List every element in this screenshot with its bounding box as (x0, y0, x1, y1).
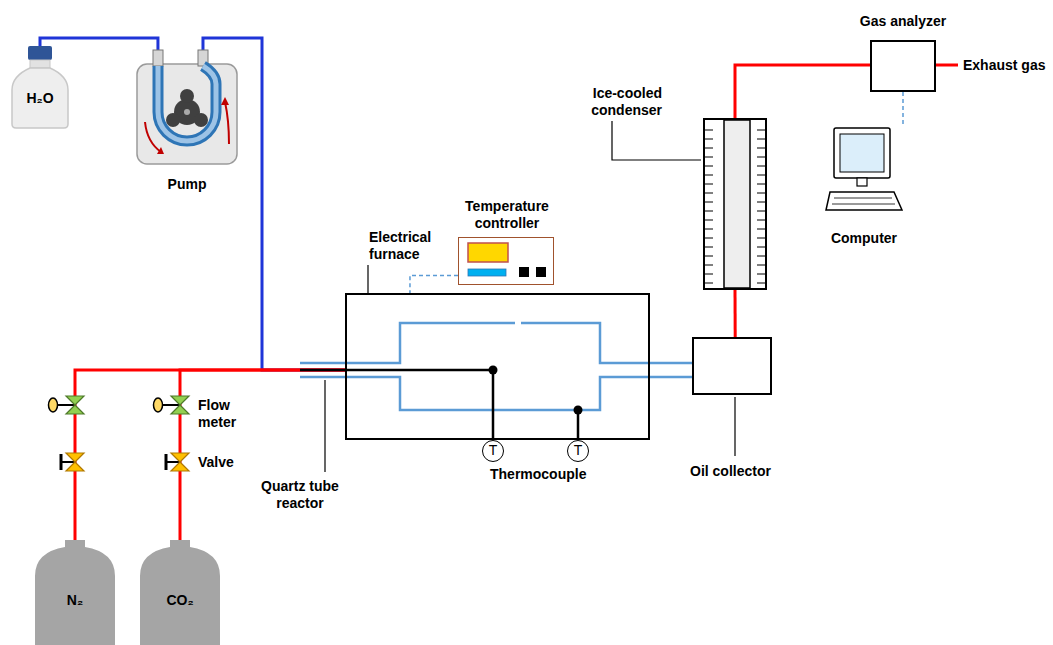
node-label: Ice-cooled condenser (572, 85, 662, 119)
gas-cylinder: CO₂ (140, 540, 220, 645)
part-label: Quartz tube reactor (250, 478, 350, 512)
peristaltic-pump-shape (133, 50, 241, 168)
node-label: Pump (133, 176, 241, 193)
computer-icon: Computer (824, 126, 904, 220)
quartz-tube (300, 323, 650, 410)
thermocouple-tip (489, 366, 498, 375)
ice-cooled-condenser: Ice-cooled condenser (703, 118, 767, 290)
peristaltic-pump: Pump (133, 50, 241, 168)
pipe-connector (735, 65, 870, 118)
thermocouple-reader: T (567, 440, 589, 462)
node-label: N₂ (35, 592, 115, 609)
oil-collector: Oil collector (692, 337, 772, 395)
electrical-furnace: Electrical furnace (345, 293, 650, 440)
temperature-controller-shape (459, 238, 555, 286)
node-label: Temperature controller (452, 198, 562, 232)
pipe-connector (902, 92, 904, 126)
node-label: Computer (824, 230, 904, 247)
flow-meter-symbol (49, 396, 190, 414)
water-bottle-shape (8, 46, 72, 128)
ice-cooled-condenser-shape (705, 120, 769, 292)
node-label: T (568, 442, 588, 459)
pipe-connector (180, 370, 345, 540)
part-label: Thermocouple (490, 466, 586, 483)
pipe-connector (75, 370, 345, 540)
quartz-tube (650, 363, 692, 377)
pipe-connector (734, 290, 737, 337)
valve-symbol (61, 453, 189, 471)
gas-analyzer: Gas analyzer (870, 40, 936, 92)
leader-line (325, 121, 735, 472)
thermocouple-reader: T (482, 440, 504, 462)
node-label: Gas analyzer (860, 13, 946, 30)
node-label: Oil collector (690, 463, 771, 480)
gas-cylinder: N₂ (35, 540, 115, 645)
node-label: T (483, 442, 503, 459)
part-label: Flow meter (198, 397, 248, 431)
computer-icon-shape (824, 126, 904, 220)
thermocouple-tip (574, 406, 583, 415)
node-label: CO₂ (140, 592, 220, 609)
exhaust-line (936, 64, 958, 67)
pipe-connector (410, 275, 458, 293)
water-bottle: H₂O (8, 46, 72, 128)
part-label: Exhaust gas (963, 57, 1045, 74)
part-label: Valve (198, 454, 234, 471)
node-label: H₂O (8, 90, 72, 107)
temperature-controller: Temperature controller (458, 237, 554, 285)
node-label: Electrical furnace (369, 229, 449, 263)
thermocouple-wire (300, 370, 578, 440)
pipe-connector (40, 38, 158, 50)
